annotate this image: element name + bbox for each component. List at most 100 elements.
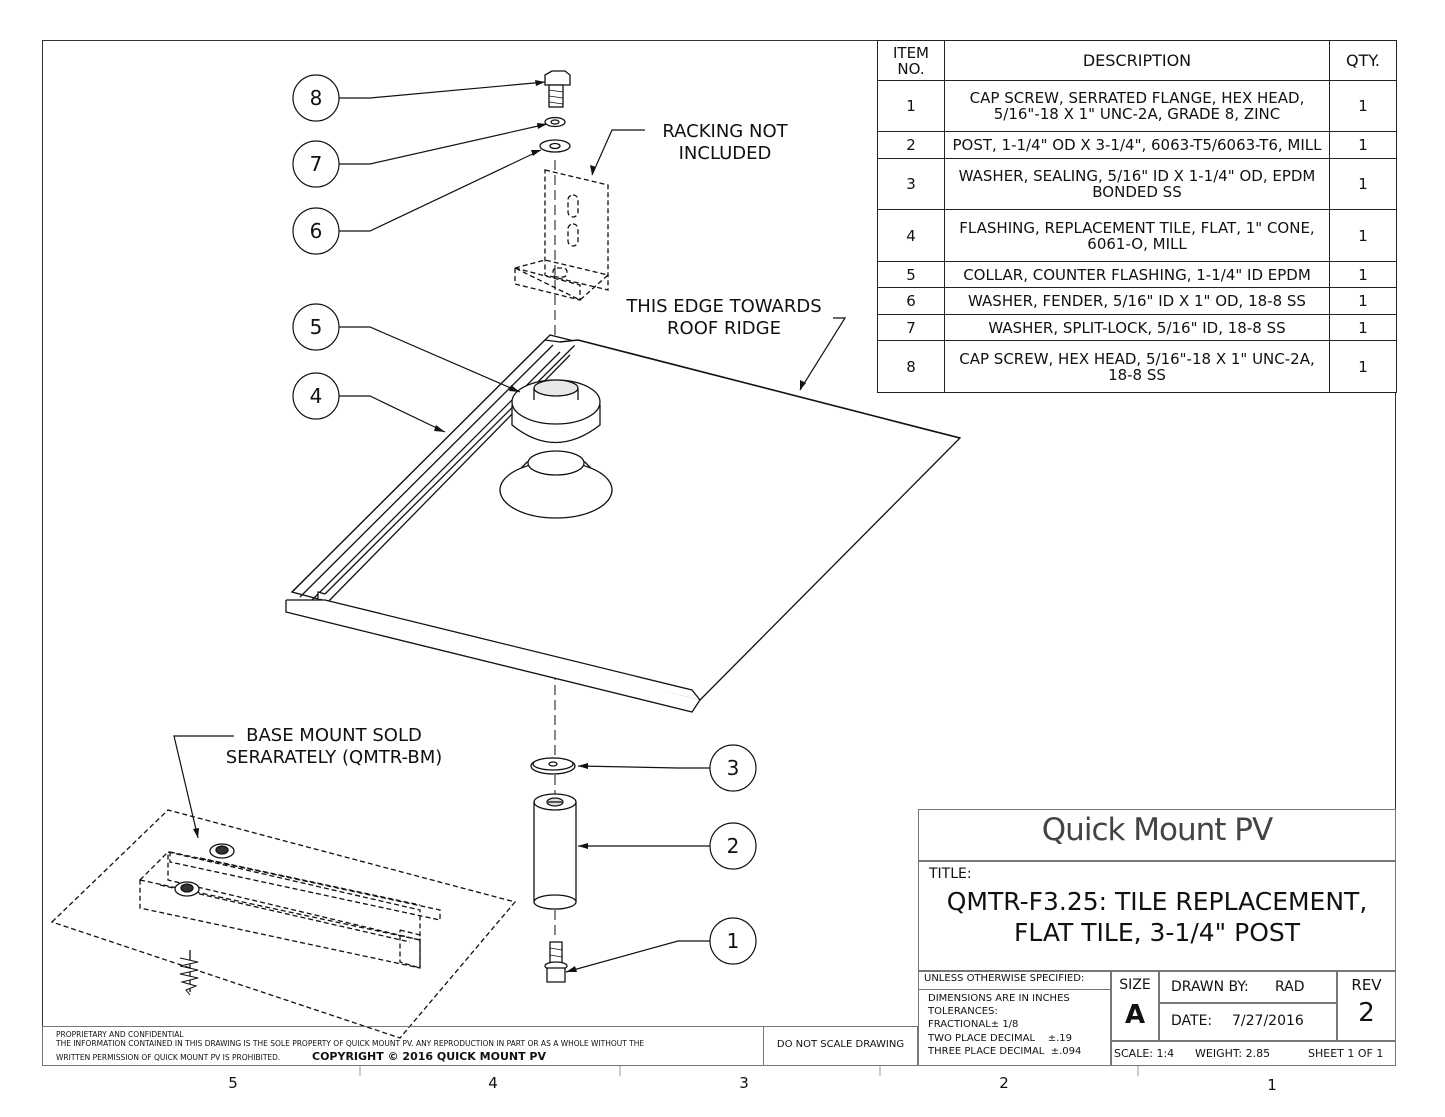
zone-number: 5 (228, 1074, 238, 1092)
lag-screw (179, 950, 199, 996)
bom-description: FLASHING, REPLACEMENT TILE, FLAT, 1" CON… (944, 209, 1330, 262)
rev-value: 2 (1358, 998, 1375, 1028)
bom-item: 4 (877, 209, 945, 262)
bom-row: 1 CAP SCREW, SERRATED FLANGE, HEX HEAD, … (877, 79, 1397, 133)
leader-arrows (193, 80, 806, 972)
zone-number: 4 (488, 1074, 498, 1092)
bom-item: 7 (877, 313, 945, 342)
bom-row: 4 FLASHING, REPLACEMENT TILE, FLAT, 1" C… (877, 209, 1397, 262)
bom-item: 1 (877, 79, 945, 133)
weight: WEIGHT: 2.85 (1195, 1047, 1271, 1060)
balloon-label: 2 (727, 834, 740, 858)
do-not-scale-note: DO NOT SCALE DRAWING (776, 1039, 905, 1050)
cap-screw-hex (544, 70, 571, 108)
cap-screw-flange (544, 941, 568, 983)
balloon-label: 4 (310, 384, 323, 408)
bom-description: POST, 1-1/4" OD X 3-1/4", 6063-T5/6063-T… (944, 131, 1330, 159)
bom-item: 2 (877, 131, 945, 159)
size-value: A (1124, 1000, 1146, 1030)
base-note-line2: SERARATELY (QMTR-BM) (226, 747, 443, 768)
bom-description: COLLAR, COUNTER FLASHING, 1-1/4" ID EPDM (944, 260, 1330, 289)
proprietary-heading: PROPRIETARY AND CONFIDENTIAL (56, 1030, 184, 1039)
racking-note-line1: RACKING NOT (662, 121, 788, 142)
counter-flashing-collar (511, 379, 601, 444)
balloon-label: 6 (310, 219, 323, 243)
racking-bracket (513, 169, 610, 301)
balloon-label: 1 (727, 929, 740, 953)
bom-qty: 1 (1329, 157, 1397, 211)
proprietary-line1: THE INFORMATION CONTAINED IN THIS DRAWIN… (56, 1039, 645, 1048)
bom-item: 3 (877, 157, 945, 211)
bom-description: WASHER, FENDER, 5/16" ID X 1" OD, 18-8 S… (944, 287, 1330, 315)
bom-item: 8 (877, 340, 945, 393)
bom-header-description: DESCRIPTION (944, 40, 1330, 81)
bom-qty: 1 (1329, 340, 1397, 393)
leader-lines (173, 81, 847, 973)
dimensions-note: DIMENSIONS ARE IN INCHES (928, 993, 1070, 1004)
zone-number: 1 (1267, 1076, 1277, 1094)
bom-description: WASHER, SEALING, 5/16" ID X 1-1/4" OD, E… (944, 157, 1330, 211)
bom-qty: 1 (1329, 131, 1397, 159)
bom-header-row: ITEM NO. DESCRIPTION QTY. (877, 40, 1397, 81)
edge-note-line1: THIS EDGE TOWARDS (625, 296, 821, 317)
fractional-tolerance: FRACTIONAL± 1/8 (928, 1019, 1019, 1030)
base-note-line1: BASE MOUNT SOLD (246, 725, 422, 746)
base-mount-bolts (174, 843, 235, 897)
bom-header-qty: QTY. (1329, 40, 1397, 81)
balloon-label: 3 (727, 756, 740, 780)
bom-row: 5 COLLAR, COUNTER FLASHING, 1-1/4" ID EP… (877, 260, 1397, 289)
racking-note-line2: INCLUDED (679, 143, 772, 164)
bill-of-materials: ITEM NO. DESCRIPTION QTY. 1 CAP SCREW, S… (877, 40, 1397, 393)
size-label: SIZE (1119, 977, 1151, 993)
balloon-circles (292, 74, 757, 965)
drawn-by-value: RAD (1275, 979, 1305, 995)
fender-washer (539, 139, 571, 153)
bom-item: 5 (877, 260, 945, 289)
tolerances-label: TOLERANCES: (928, 1006, 998, 1017)
replacement-tile-flashing (285, 334, 962, 713)
drawn-by-label: DRAWN BY: (1171, 979, 1249, 995)
balloon-label: 8 (310, 86, 323, 110)
drawing-title-line1: QMTR-F3.25: TILE REPLACEMENT, (946, 887, 1368, 916)
zone-ticks (359, 1066, 1139, 1076)
zone-number: 3 (739, 1074, 749, 1092)
post (533, 793, 577, 910)
split-lock-washer (544, 116, 566, 128)
bom-qty: 1 (1329, 260, 1397, 289)
proprietary-line2: WRITTEN PERMISSION OF QUICK MOUNT PV IS … (56, 1053, 281, 1062)
bom-qty: 1 (1329, 209, 1397, 262)
bom-item: 6 (877, 287, 945, 315)
balloon-label: 5 (310, 315, 323, 339)
scale: SCALE: 1:4 (1114, 1047, 1175, 1060)
rev-label: REV (1351, 976, 1382, 994)
bom-row: 2 POST, 1-1/4" OD X 3-1/4", 6063-T5/6063… (877, 131, 1397, 159)
sheet-number: SHEET 1 OF 1 (1308, 1047, 1384, 1060)
bom-description: CAP SCREW, HEX HEAD, 5/16"-18 X 1" UNC-2… (944, 340, 1330, 393)
copyright-notice: COPYRIGHT © 2016 QUICK MOUNT PV (312, 1050, 547, 1063)
bom-description: CAP SCREW, SERRATED FLANGE, HEX HEAD, 5/… (944, 79, 1330, 133)
zone-number: 2 (999, 1074, 1009, 1092)
unless-specified: UNLESS OTHERWISE SPECIFIED: (924, 973, 1085, 984)
company-logo: Quick Mount PV (1041, 812, 1273, 848)
edge-note-line2: ROOF RIDGE (667, 318, 781, 339)
drawing-title-line2: FLAT TILE, 3-1/4" POST (1013, 918, 1301, 947)
bom-header-item: ITEM NO. (877, 40, 945, 81)
flashing-cone (499, 450, 613, 519)
bom-row: 3 WASHER, SEALING, 5/16" ID X 1-1/4" OD,… (877, 157, 1397, 211)
three-place-tolerance: THREE PLACE DECIMAL ±.094 (928, 1046, 1082, 1057)
balloon-label: 7 (310, 152, 323, 176)
sealing-washer (530, 757, 576, 775)
bom-qty: 1 (1329, 287, 1397, 315)
bom-qty: 1 (1329, 79, 1397, 133)
title-label: TITLE: (929, 866, 972, 882)
bom-qty: 1 (1329, 313, 1397, 342)
base-mount (50, 809, 517, 1039)
bom-row: 8 CAP SCREW, HEX HEAD, 5/16"-18 X 1" UNC… (877, 340, 1397, 393)
two-place-tolerance: TWO PLACE DECIMAL ±.19 (928, 1033, 1073, 1044)
date-label: DATE: (1171, 1013, 1213, 1029)
date-value: 7/27/2016 (1232, 1013, 1304, 1029)
bom-row: 7 WASHER, SPLIT-LOCK, 5/16" ID, 18-8 SS … (877, 313, 1397, 342)
bom-row: 6 WASHER, FENDER, 5/16" ID X 1" OD, 18-8… (877, 287, 1397, 315)
bom-description: WASHER, SPLIT-LOCK, 5/16" ID, 18-8 SS (944, 313, 1330, 342)
